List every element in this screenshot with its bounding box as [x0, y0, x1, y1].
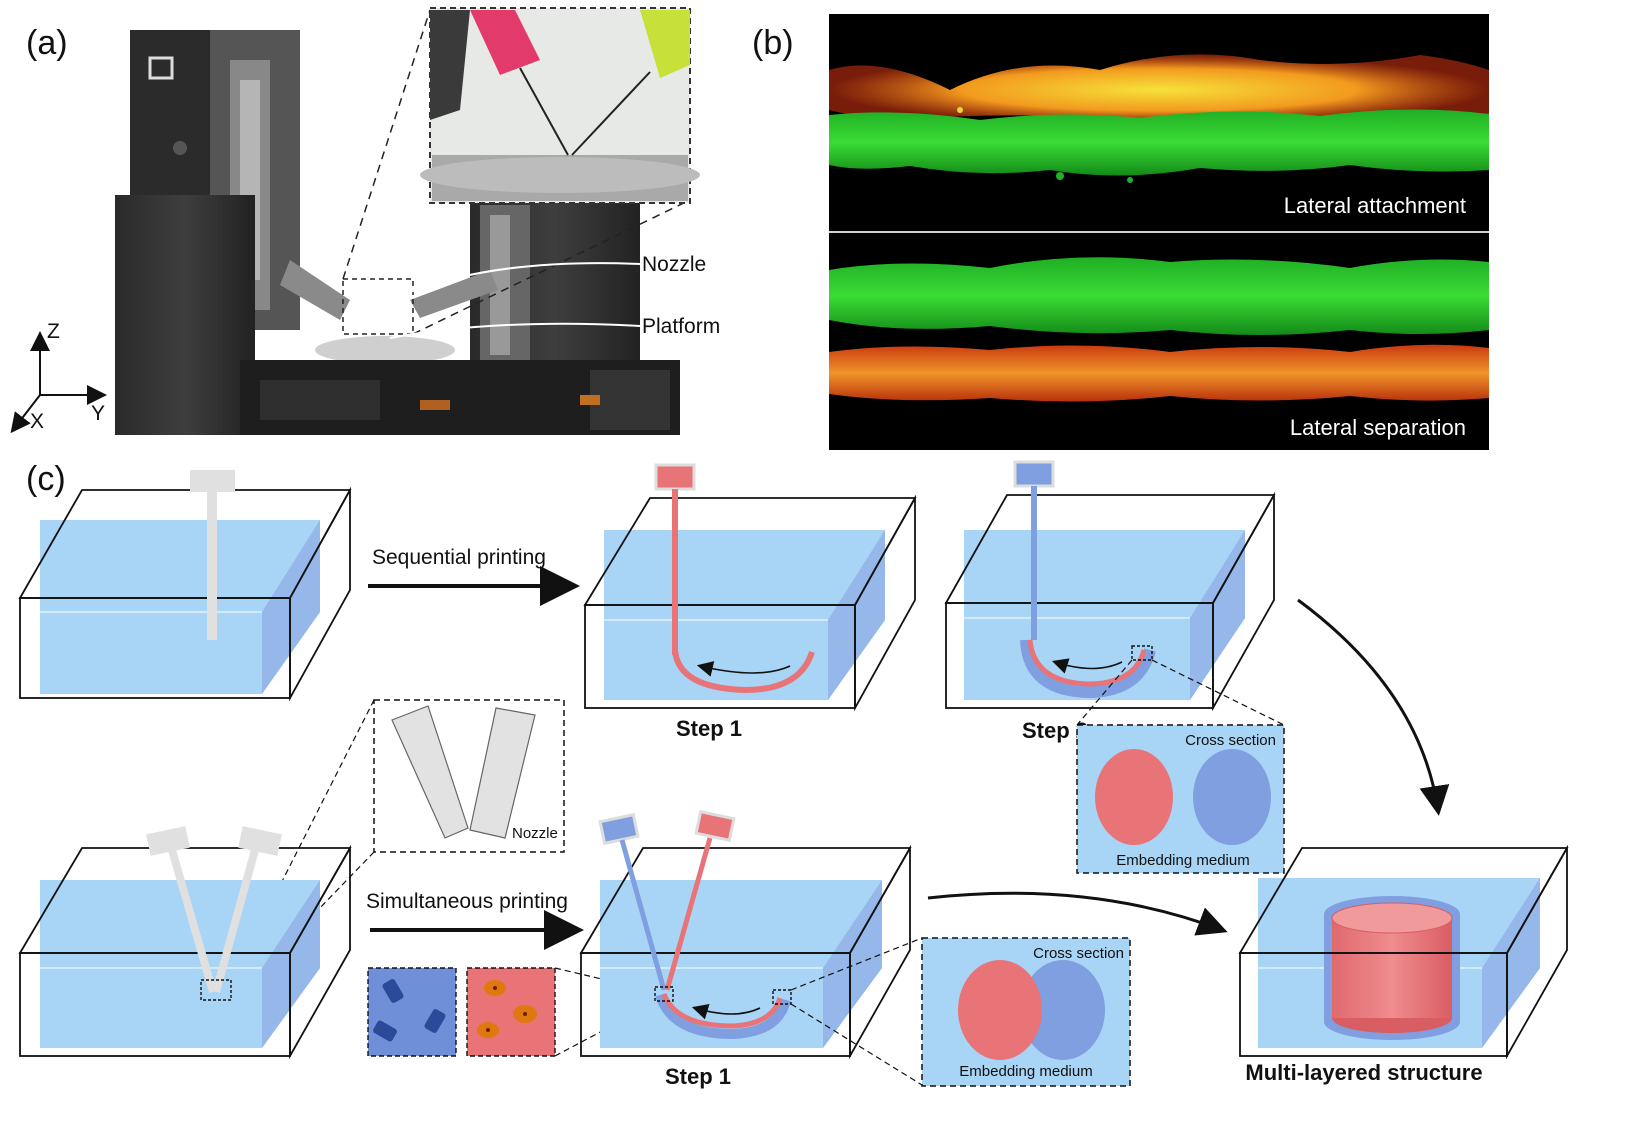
panel-c-label: (c)	[26, 460, 66, 498]
printer-photo	[115, 30, 680, 435]
cross-section-sequential	[1076, 724, 1285, 874]
simultaneous-initial-bath	[18, 826, 352, 1060]
sequential-to-result-arrow	[1297, 598, 1450, 816]
panel-b-label: (b)	[752, 24, 794, 62]
cross-section-1-footer: Embedding medium	[1116, 852, 1249, 869]
nozzle-detail-inset	[373, 699, 565, 853]
panel-a-label: (a)	[26, 24, 68, 62]
step1-simultaneous-label: Step 1	[665, 1064, 731, 1089]
sequential-printing-label: Sequential printing	[372, 546, 546, 569]
step1-sequential-label: Step 1	[676, 716, 742, 741]
step1-sequential-bath	[583, 463, 917, 712]
x-axis-label: X	[30, 410, 44, 433]
multi-layered-structure-label: Multi-layered structure	[1245, 1060, 1482, 1085]
simultaneous-printing-label: Simultaneous printing	[366, 890, 568, 913]
platform-callout: Platform	[642, 315, 720, 338]
multi-layered-result-bath	[1238, 844, 1569, 1060]
initial-bath	[18, 470, 352, 702]
step1-simultaneous-bath	[579, 809, 912, 1060]
zoom-box	[342, 278, 414, 335]
cross-section-2-footer: Embedding medium	[959, 1063, 1092, 1080]
cross-section-2-title: Cross section	[1033, 945, 1124, 962]
y-axis-label: Y	[91, 402, 105, 425]
lateral-attachment-caption: Lateral attachment	[1284, 193, 1466, 218]
nozzle-callout: Nozzle	[642, 253, 706, 276]
red-cells-inset	[466, 967, 556, 1057]
simultaneous-to-result-arrow	[927, 891, 1228, 936]
fluorescence-image	[829, 14, 1489, 450]
blue-cells-inset	[367, 967, 457, 1057]
lateral-separation-caption: Lateral separation	[1290, 415, 1466, 440]
step2-sequential-bath	[944, 460, 1276, 712]
coordinate-axes	[10, 331, 107, 434]
nozzle-detail-label: Nozzle	[512, 825, 558, 842]
z-axis-label: Z	[47, 320, 60, 343]
cross-section-1-title: Cross section	[1185, 732, 1276, 749]
cross-section-simultaneous	[921, 937, 1131, 1087]
nozzle-inset	[420, 7, 700, 204]
